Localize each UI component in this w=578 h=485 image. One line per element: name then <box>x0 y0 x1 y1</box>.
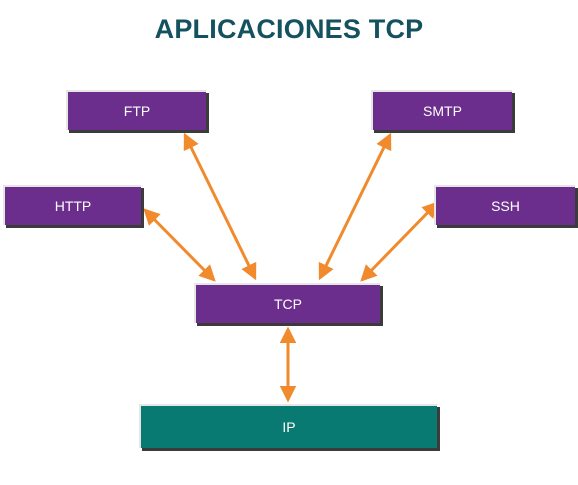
node-smtp-label: SMTP <box>423 103 462 119</box>
node-ftp: FTP <box>66 90 206 130</box>
node-http-label: HTTP <box>54 198 92 214</box>
arrow-http-tcp <box>143 208 216 282</box>
node-tcp: TCP <box>194 283 380 323</box>
node-smtp: SMTP <box>371 90 512 130</box>
node-ip-label: IP <box>282 419 296 435</box>
arrow-smtp-tcp <box>318 132 392 281</box>
node-http: HTTP <box>3 185 141 225</box>
diagram-title: APLICACIONES TCP <box>154 14 424 44</box>
node-ssh: SSH <box>434 185 575 225</box>
node-ftp-label: FTP <box>123 103 151 119</box>
arrow-ssh-tcp <box>360 201 439 282</box>
arrow-ftp-tcp <box>183 132 257 281</box>
node-tcp-label: TCP <box>274 296 302 312</box>
node-ssh-label: SSH <box>491 198 520 214</box>
node-ip: IP <box>139 404 437 448</box>
